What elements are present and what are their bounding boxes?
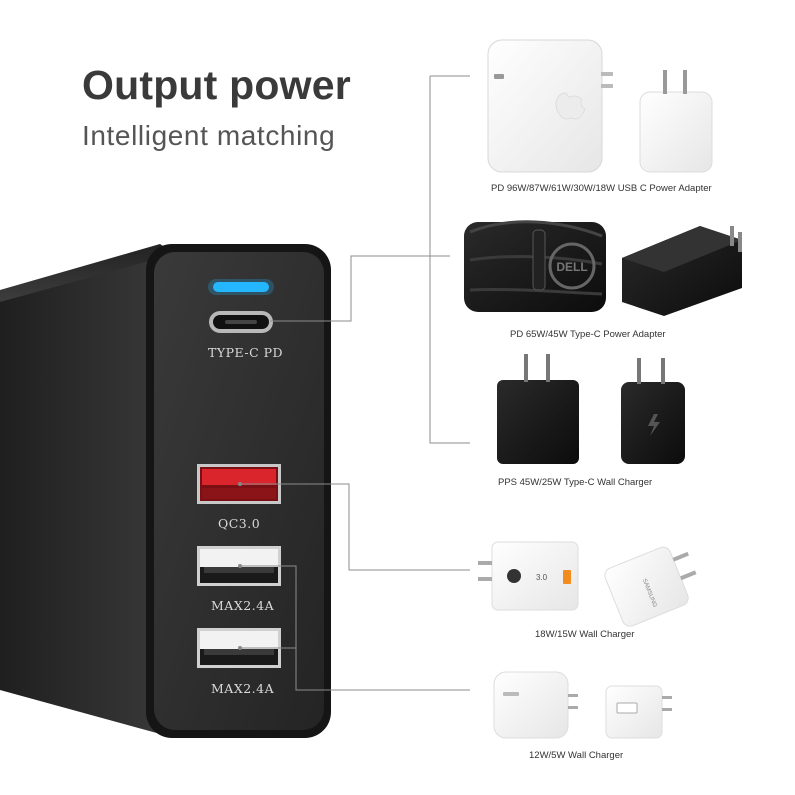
- usb-a-port-2: [197, 628, 281, 668]
- adapter-caption-4: 18W/15W Wall Charger: [535, 629, 635, 640]
- adapter-caption-2: PD 65W/45W Type-C Power Adapter: [510, 329, 666, 340]
- port-label-usb-a-1: MAX2.4A: [211, 598, 275, 613]
- adapter-caption-3: PPS 45W/25W Type-C Wall Charger: [498, 477, 653, 488]
- led-indicator: [213, 282, 269, 292]
- adapter-caption-5: 12W/5W Wall Charger: [529, 750, 624, 761]
- port-label-type-c: TYPE-C PD: [208, 345, 284, 360]
- adapter-caption-1: PD 96W/87W/61W/30W/18W USB C Power Adapt…: [491, 183, 712, 194]
- charger-body: [0, 244, 331, 738]
- page-subtitle: Intelligent matching: [82, 120, 336, 151]
- page-title: Output power: [82, 62, 351, 108]
- port-label-usb-a-2: MAX2.4A: [211, 681, 275, 696]
- type-c-port: [209, 311, 273, 333]
- port-label-qc3: QC3.0: [218, 516, 261, 531]
- connector-lines: [240, 75, 470, 691]
